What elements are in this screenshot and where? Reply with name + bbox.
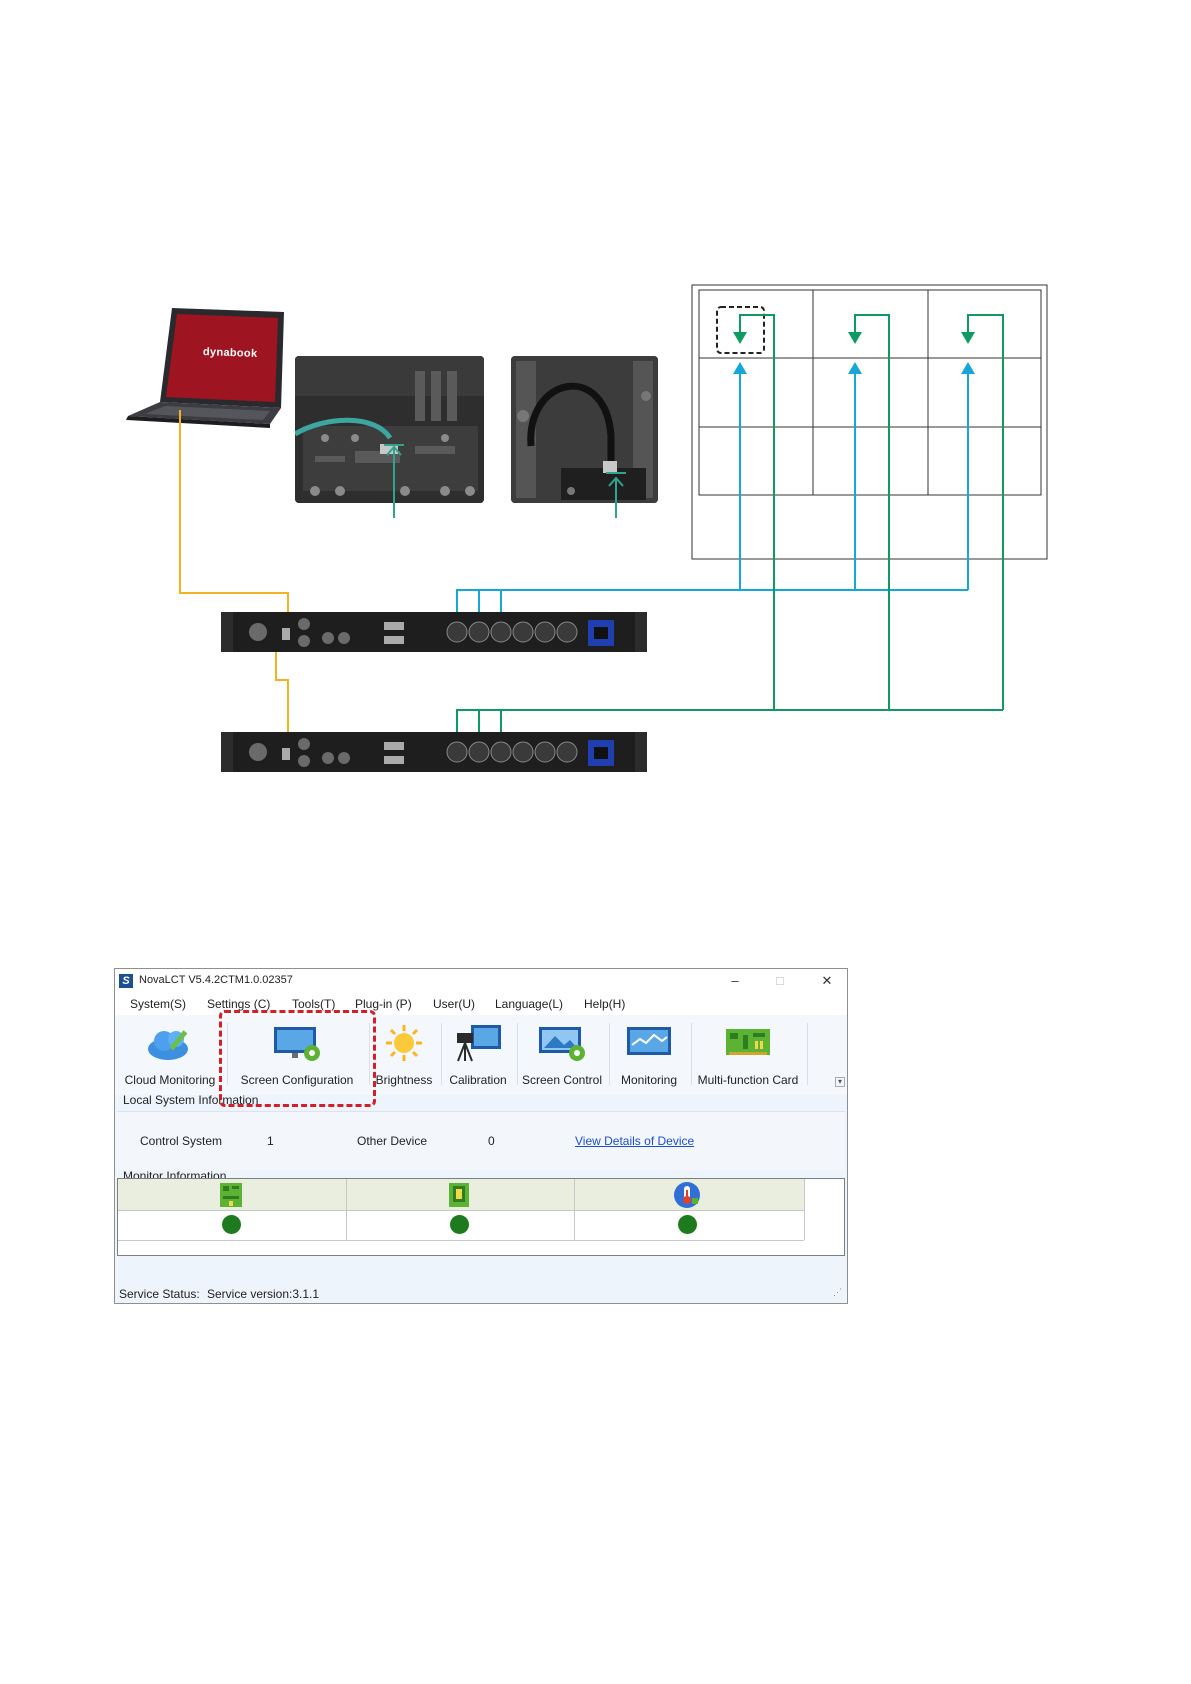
- sending-card-icon: [447, 1182, 471, 1208]
- screen-control-button[interactable]: Screen Control: [519, 1019, 605, 1093]
- menu-system[interactable]: System(S): [130, 997, 186, 1011]
- sun-icon: [383, 1023, 425, 1063]
- screen-configuration-highlight: [219, 1010, 376, 1107]
- menu-user[interactable]: User(U): [433, 997, 475, 1011]
- circuit-card-icon: [723, 1023, 773, 1063]
- menu-language[interactable]: Language(L): [495, 997, 563, 1011]
- resize-grip-icon[interactable]: ⋰: [833, 1287, 842, 1298]
- window-title: NovaLCT V5.4.2CTM1.0.02357: [139, 974, 293, 986]
- controller-1: [221, 612, 647, 652]
- tool-label: Cloud Monitoring: [117, 1073, 223, 1087]
- tool-label: Calibration: [443, 1073, 513, 1087]
- tool-label: Monitoring: [611, 1073, 687, 1087]
- status-indicator: [678, 1215, 697, 1234]
- menu-tools[interactable]: Tools(T): [292, 997, 335, 1011]
- screen-control-icon: [537, 1023, 587, 1063]
- connection-diagram: dynabook: [0, 0, 1191, 800]
- led-wall-grid: [692, 285, 1047, 559]
- multi-function-card-button[interactable]: Multi-function Card: [693, 1019, 803, 1093]
- status-indicator: [222, 1215, 241, 1234]
- tool-label: Screen Control: [519, 1073, 605, 1087]
- service-status-label: Service Status:: [119, 1287, 200, 1301]
- service-version-value: Service version:3.1.1: [207, 1287, 319, 1301]
- monitor-table-header: [118, 1179, 804, 1211]
- tool-label: Multi-function Card: [693, 1073, 803, 1087]
- control-system-value: 1: [267, 1134, 274, 1148]
- camera-icon: [453, 1023, 503, 1063]
- toolbar-overflow-icon[interactable]: ▾: [835, 1077, 845, 1087]
- calibration-button[interactable]: Calibration: [443, 1019, 513, 1093]
- minimize-button[interactable]: –: [715, 971, 755, 991]
- other-device-value: 0: [488, 1134, 495, 1148]
- cloud-icon: [146, 1023, 194, 1063]
- title-bar: S NovaLCT V5.4.2CTM1.0.02357 – □ ✕: [115, 969, 847, 993]
- novalct-app-icon: S: [119, 974, 133, 988]
- other-device-label: Other Device: [357, 1134, 427, 1148]
- menu-settings[interactable]: Settings (C): [207, 997, 270, 1011]
- close-button[interactable]: ✕: [807, 971, 847, 991]
- cloud-monitoring-button[interactable]: Cloud Monitoring: [117, 1019, 223, 1093]
- monitoring-button[interactable]: Monitoring: [611, 1019, 687, 1093]
- control-system-label: Control System: [140, 1134, 222, 1148]
- receiving-card-icon: [219, 1182, 243, 1208]
- status-indicator: [450, 1215, 469, 1234]
- menu-plugin[interactable]: Plug-in (P): [355, 997, 412, 1011]
- monitor-chart-icon: [624, 1023, 674, 1063]
- tool-label: Brightness: [371, 1073, 437, 1087]
- menu-help[interactable]: Help(H): [584, 997, 625, 1011]
- controller-2: [221, 732, 647, 772]
- monitor-table: [117, 1178, 845, 1256]
- novalct-window: S NovaLCT V5.4.2CTM1.0.02357 – □ ✕ Syste…: [114, 968, 848, 1304]
- temperature-icon: [673, 1181, 701, 1209]
- brightness-button[interactable]: Brightness: [371, 1019, 437, 1093]
- monitor-status-row: [118, 1210, 804, 1241]
- local-system-panel: Control System 1 Other Device 0 View Det…: [117, 1111, 845, 1170]
- view-details-link[interactable]: View Details of Device: [575, 1134, 694, 1148]
- maximize-button[interactable]: □: [760, 971, 800, 991]
- connection-lines: [0, 0, 1191, 800]
